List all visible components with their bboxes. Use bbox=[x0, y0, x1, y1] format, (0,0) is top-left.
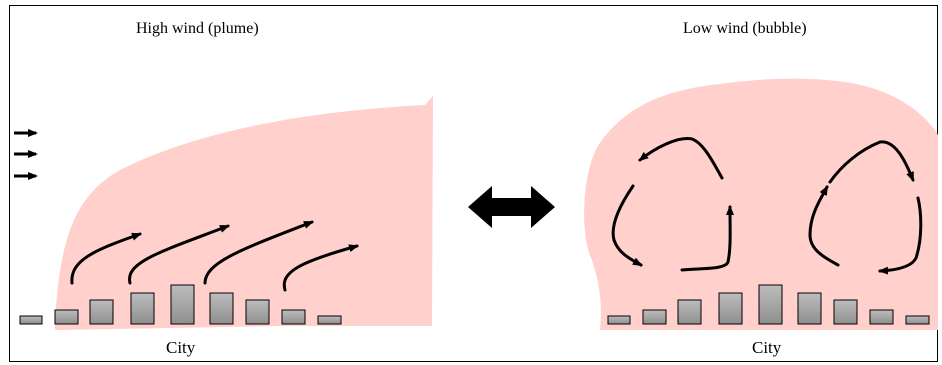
circulation-arrow-icon bbox=[878, 196, 923, 275]
building bbox=[905, 315, 930, 325]
circulation-arrow-icon bbox=[638, 137, 724, 180]
flow-arrow-icon bbox=[128, 224, 230, 285]
flow-arrow-icon bbox=[282, 244, 359, 292]
wind-arrows bbox=[14, 129, 38, 180]
circulation-arrow-icon bbox=[611, 184, 643, 267]
building bbox=[54, 309, 79, 325]
building bbox=[209, 292, 234, 325]
comparison-double-arrow-icon bbox=[468, 186, 555, 228]
left-city-label: City bbox=[166, 338, 196, 357]
circulation-arrow-icon bbox=[828, 140, 915, 184]
building bbox=[758, 284, 783, 325]
circulation-arrow-icon bbox=[808, 185, 840, 267]
building bbox=[130, 292, 155, 325]
circulation-arrow-icon bbox=[680, 205, 735, 272]
building bbox=[833, 299, 858, 325]
left-panel-title: High wind (plume) bbox=[136, 20, 259, 37]
building bbox=[19, 315, 43, 325]
building bbox=[170, 284, 195, 325]
right-city-buildings bbox=[607, 284, 930, 325]
building bbox=[642, 309, 667, 325]
building bbox=[718, 292, 743, 325]
building bbox=[607, 315, 631, 325]
building bbox=[317, 315, 342, 325]
left-city-buildings bbox=[19, 284, 342, 325]
building bbox=[89, 299, 114, 325]
flow-arrow-icon bbox=[203, 220, 314, 285]
building bbox=[797, 292, 822, 325]
plume-shape bbox=[55, 96, 433, 330]
building bbox=[281, 309, 306, 325]
building bbox=[677, 299, 702, 325]
building bbox=[245, 299, 270, 325]
right-panel-title: Low wind (bubble) bbox=[683, 20, 807, 37]
plume-flow-arrows bbox=[70, 220, 359, 292]
flow-arrow-icon bbox=[70, 232, 142, 285]
circulation-arrows bbox=[611, 137, 923, 275]
building bbox=[869, 309, 894, 325]
right-city-label: City bbox=[752, 338, 782, 357]
